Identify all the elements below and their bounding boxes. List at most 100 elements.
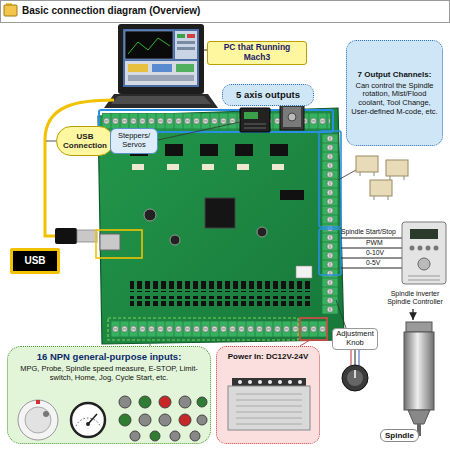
- leader-line: [150, 337, 310, 346]
- power-panel: Power In: DC12V-24V: [216, 346, 320, 444]
- speed-gauge: [86, 422, 90, 426]
- usb-cable: [55, 228, 77, 244]
- arrow-connector: [412, 309, 413, 320]
- controller-board: [96, 108, 344, 344]
- speed-gauge: [71, 403, 105, 437]
- signal-wire: [341, 268, 402, 269]
- stepper-driver: [158, 122, 240, 140]
- inverter-device: [426, 246, 431, 251]
- switch-symbol: [119, 396, 207, 441]
- device-label: Spindle inverter Spindle Controller: [382, 287, 448, 309]
- node-text: USB Connection: [60, 132, 110, 150]
- inverter-device: [410, 229, 438, 239]
- controller-board: [296, 266, 312, 278]
- signal-wire: [341, 238, 402, 239]
- spindle-motor: [406, 322, 432, 332]
- controller-board: [132, 164, 144, 170]
- power-supply: [236, 424, 302, 425]
- laptop: [118, 24, 204, 94]
- laptop: [128, 64, 148, 72]
- relay-symbol: [388, 196, 389, 200]
- node-body-text: Can control the Spindle rotation, Mist/F…: [351, 82, 438, 117]
- switch-symbol: [139, 396, 151, 408]
- stepper-driver: [244, 128, 266, 129]
- controller-board: [144, 209, 156, 221]
- relay-symbol: [374, 172, 375, 176]
- usb-cable: [77, 230, 97, 242]
- controller-board: [96, 230, 142, 258]
- controller-board: [257, 227, 267, 237]
- signal-wire: [341, 238, 402, 268]
- adjustment-knob: [359, 350, 360, 365]
- controller-board: [130, 296, 310, 306]
- speed-gauge: [76, 418, 100, 426]
- relay-symbol: [370, 180, 392, 196]
- power-supply: [228, 386, 310, 430]
- relay-symbol: [374, 196, 375, 200]
- inverter-device: [408, 276, 440, 277]
- controller-board: [205, 198, 235, 228]
- controller-board: [322, 134, 338, 314]
- title-bar: [4, 5, 17, 16]
- title-bar: [1, 1, 450, 23]
- inverter-device: [418, 246, 423, 251]
- switch-symbol: [179, 414, 191, 426]
- controller-board: [235, 144, 253, 156]
- switch-symbol: [139, 414, 151, 426]
- switch-symbol: [159, 414, 171, 426]
- signal-label: 0-5V: [366, 260, 380, 267]
- relay-symbol: [338, 156, 408, 200]
- laptop: [175, 31, 197, 59]
- adjustment-knob: [347, 370, 363, 386]
- laptop: [123, 29, 199, 87]
- power-supply: [236, 400, 302, 401]
- relay-symbol: [356, 156, 378, 172]
- diagram-title: Basic connection diagram (Overview): [22, 5, 200, 17]
- laptop: [187, 34, 195, 38]
- callout-box: 5 axis outputs: [222, 84, 314, 106]
- controller-board: [280, 190, 304, 200]
- adjustment-knob: [354, 370, 356, 378]
- callout-box: Steppers/ Servos: [110, 128, 158, 154]
- power-supply: [228, 378, 310, 430]
- switch-symbol: [159, 396, 171, 408]
- power-supply: [236, 412, 302, 413]
- inverter-device: [418, 258, 430, 270]
- relay-symbol: [386, 160, 408, 176]
- laptop: [111, 96, 211, 104]
- leader-line: [150, 337, 151, 346]
- node-body-text: MPG, Probe, Spindle speed measure, E-STO…: [14, 365, 204, 382]
- laptop: [104, 24, 218, 108]
- controller-board: [237, 164, 249, 170]
- laptop: [125, 61, 197, 85]
- controller-board: [130, 280, 310, 292]
- power-supply: [288, 380, 292, 384]
- stepper-driver: [158, 108, 270, 140]
- signal-label: 0-10V: [366, 250, 384, 257]
- controller-board: [111, 321, 327, 337]
- node-text: USB: [24, 255, 45, 267]
- mpg-wheel: [18, 400, 58, 440]
- controller-board: [319, 131, 341, 227]
- spindle-motor: [404, 332, 434, 410]
- adjustment-knob: [351, 350, 352, 365]
- stepper-motor: [283, 107, 301, 127]
- switch-symbol: [179, 396, 191, 408]
- title-bar: [1, 1, 450, 23]
- signal-wire: [341, 248, 402, 249]
- laptop: [128, 38, 170, 54]
- input-panel: 16 NPN general-purpose inputs:MPG, Probe…: [7, 346, 211, 444]
- node-text: Power In: DC12V-24V: [228, 352, 308, 361]
- node-text: Spindle inverter Spindle Controller: [382, 290, 448, 306]
- mpg-wheel: [36, 400, 40, 404]
- adjustment-knob: [342, 365, 368, 391]
- power-supply: [248, 380, 252, 384]
- node-text: PC that Running Mach3: [210, 43, 304, 63]
- mpg-wheel: [25, 407, 51, 433]
- switch-symbol: [197, 397, 207, 407]
- signal-wire: [341, 258, 402, 259]
- relay-symbol: [390, 176, 391, 180]
- usb-cable: [46, 141, 56, 142]
- power-supply: [298, 380, 302, 384]
